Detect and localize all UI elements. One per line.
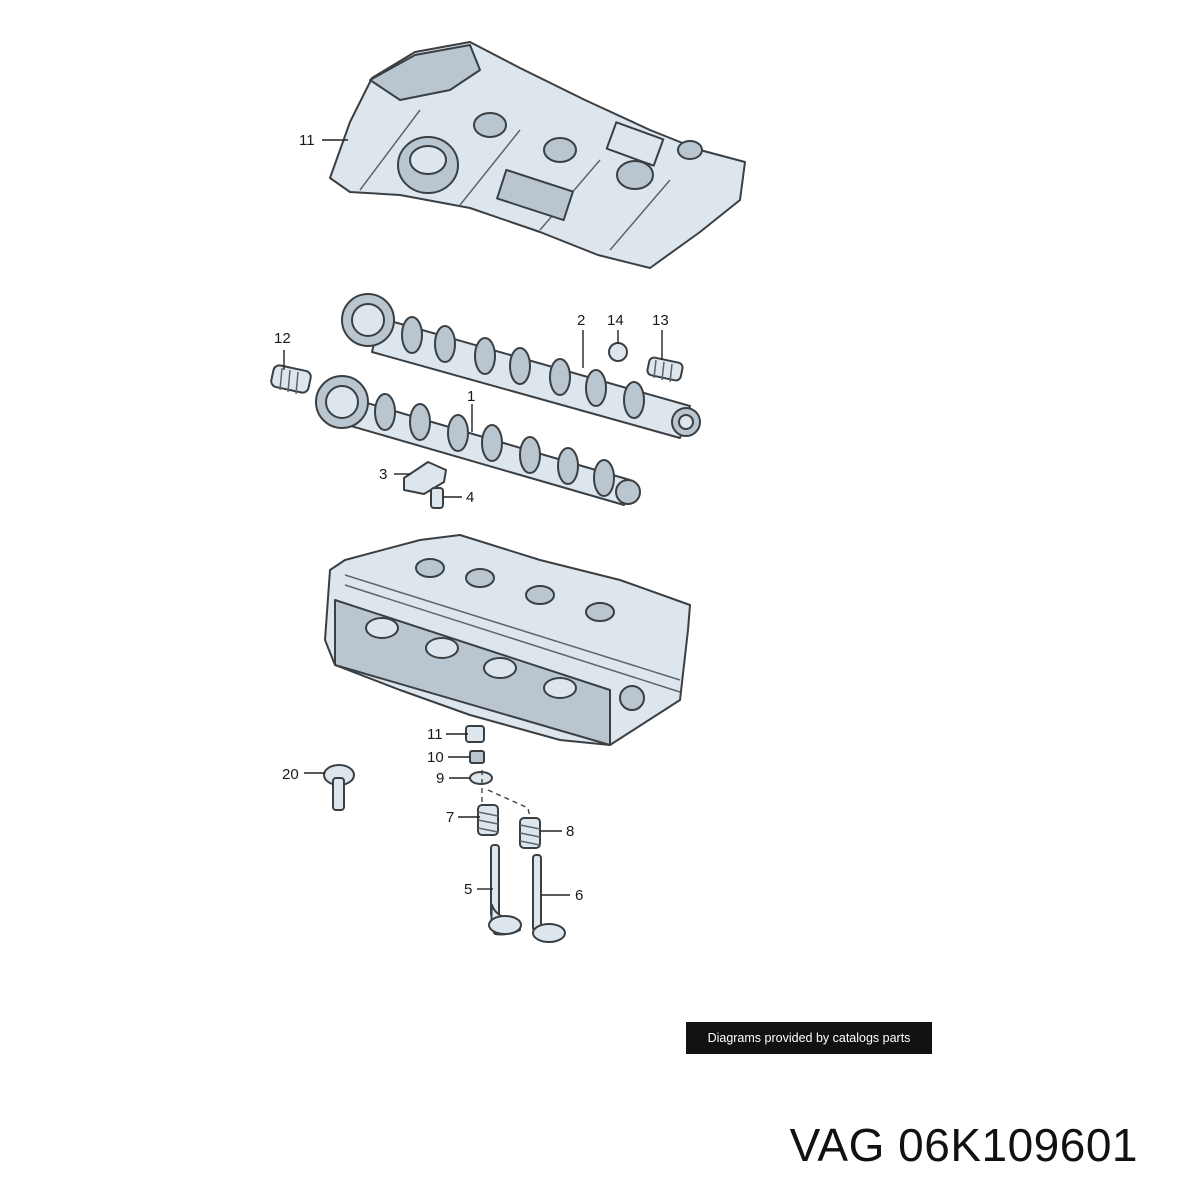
callout-7: 7 — [446, 809, 454, 826]
callout-13: 12 — [274, 330, 291, 347]
part-number-title: VAG 06K109601 — [789, 1119, 1138, 1171]
callout-14: 13 — [652, 312, 669, 329]
callout-8: 8 — [566, 823, 574, 840]
callout-labels: 11 2 14 13 12 1 3 4 11 10 9 20 7 8 5 6 — [274, 132, 669, 904]
ball-15-part — [608, 342, 628, 362]
callout-9: 9 — [436, 770, 444, 787]
callout-10: 10 — [427, 749, 444, 766]
screw-4-part — [430, 487, 444, 509]
valve-cover-part — [329, 41, 746, 269]
leader-lines — [283, 139, 663, 896]
assembly-guide-lines — [481, 770, 531, 819]
camshaft-exhaust-part — [341, 293, 701, 439]
screw-plug-14-part — [646, 356, 684, 383]
callout-2: 2 — [577, 312, 585, 329]
callout-12: 11 — [299, 132, 315, 149]
callout-20: 20 — [282, 766, 299, 783]
valve-6-part — [532, 854, 566, 943]
bracket-3-part — [403, 461, 447, 495]
diagram-credit-banner: Diagrams provided by catalogs parts — [686, 1022, 932, 1054]
screw-plug-13-part — [270, 364, 312, 395]
valve-keeper-10-part — [469, 750, 485, 764]
callout-15: 14 — [607, 312, 624, 329]
callout-6: 6 — [575, 887, 583, 904]
callout-4: 4 — [466, 489, 474, 506]
valve-seal-11-part — [465, 725, 485, 743]
callout-3: 3 — [379, 466, 387, 483]
valve-spring-8-part — [519, 817, 541, 849]
callout-1: 1 — [467, 388, 475, 405]
callout-5: 5 — [464, 881, 472, 898]
washer-9-part — [469, 771, 493, 785]
valve-spring-7-part — [477, 804, 499, 836]
valve-5-part — [488, 844, 522, 936]
cylinder-head-part — [324, 534, 691, 746]
camshaft-intake-part — [315, 375, 641, 506]
callout-11: 11 — [427, 726, 443, 743]
bolt-20-part — [323, 764, 355, 811]
